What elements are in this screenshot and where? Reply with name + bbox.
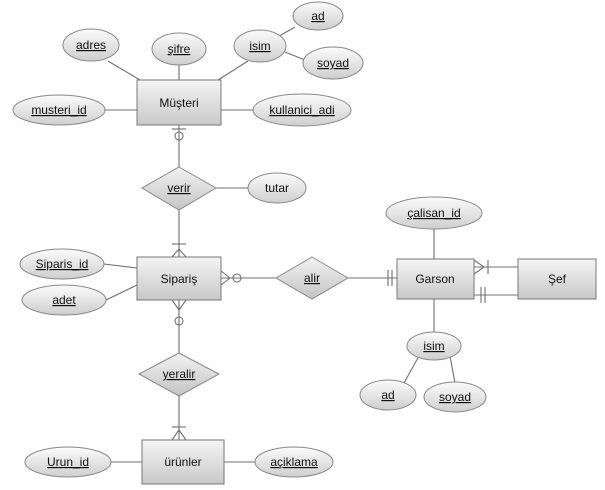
entity-urunler[interactable]: ürünler — [141, 439, 225, 485]
entity-siparis-label: Sipariş — [161, 272, 198, 286]
entity-sef-label: Şef — [548, 272, 567, 286]
attribute-calisan-id[interactable]: çalisan_id — [385, 196, 483, 230]
entity-sef[interactable]: Şef — [517, 258, 597, 300]
notation-siparis-crow-a — [171, 248, 180, 258]
line-adet — [105, 284, 138, 301]
attribute-isim-musteri-label: isim — [249, 39, 270, 53]
attribute-sifre-label: şifre — [168, 42, 191, 56]
attribute-musteri-id-label: musteri_id — [31, 103, 86, 117]
attribute-ad-musteri[interactable]: ad — [292, 1, 344, 31]
attribute-siparis-id[interactable]: Siparis_id — [19, 248, 105, 280]
attribute-soyad-musteri-label: soyad — [317, 56, 349, 70]
notation-musteri-circle — [174, 131, 184, 141]
attribute-aciklama[interactable]: açiklama — [254, 446, 334, 478]
attribute-urun-id[interactable]: Urun_id — [24, 446, 112, 478]
entity-garson[interactable]: Garson — [396, 258, 475, 300]
line-isim-soyad — [284, 51, 306, 61]
notation-sef-crow-a — [473, 259, 485, 268]
attribute-isim-garson-label: isim — [423, 339, 444, 353]
attribute-siparis-id-label: Siparis_id — [36, 257, 89, 271]
attribute-ad-garson[interactable]: ad — [359, 379, 417, 411]
attribute-isim-garson[interactable]: isim — [406, 331, 462, 361]
notation-urunler-crow-a — [171, 429, 180, 441]
line-adres — [107, 60, 141, 81]
connector-lines — [103, 26, 518, 463]
relationship-alir[interactable]: alir — [275, 256, 349, 300]
notation-alir-crow-b — [220, 277, 231, 286]
attribute-soyad-musteri[interactable]: soyad — [302, 46, 364, 80]
relationship-verir[interactable]: verir — [141, 166, 217, 211]
notation-yeralir-crow-a — [171, 299, 180, 311]
attribute-adres-label: adres — [76, 38, 106, 52]
attribute-tutar-label: tutar — [265, 181, 289, 195]
line-isim-soyad-garson — [449, 355, 456, 384]
attribute-isim-musteri[interactable]: isim — [233, 29, 287, 63]
relationship-verir-label: verir — [167, 181, 190, 195]
notation-alir-crow-a — [220, 270, 231, 279]
notation-urunler-crow-b — [178, 429, 187, 441]
notation-siparis-crow-b — [178, 248, 187, 258]
notation-yeralir-circle — [174, 316, 184, 326]
attribute-sifre[interactable]: şifre — [151, 32, 207, 66]
attribute-ad-garson-label: ad — [381, 388, 394, 402]
notation-yeralir-crow-b — [178, 299, 187, 311]
line-isim — [217, 60, 249, 81]
attribute-urun-id-label: Urun_id — [47, 455, 89, 469]
attribute-ad-musteri-label: ad — [311, 9, 324, 23]
attribute-adet-label: adet — [52, 293, 76, 307]
attribute-adres[interactable]: adres — [62, 28, 120, 62]
notation-alir-circle — [232, 273, 242, 283]
notation-sef-crow-b — [473, 266, 485, 275]
relationship-yeralir-label: yeralir — [163, 367, 196, 381]
entity-musteri-label: Müşteri — [159, 96, 198, 110]
attribute-adet[interactable]: adet — [21, 284, 107, 316]
relationship-yeralir[interactable]: yeralir — [137, 352, 221, 397]
entity-siparis[interactable]: Sipariş — [136, 256, 222, 301]
line-siparis-id — [103, 263, 138, 269]
entity-urunler-label: ürünler — [164, 455, 201, 469]
attribute-calisan-id-label: çalisan_id — [407, 206, 460, 220]
entity-musteri[interactable]: Müşteri — [136, 79, 222, 126]
attribute-tutar[interactable]: tutar — [247, 172, 307, 204]
relationship-alir-label: alir — [304, 271, 320, 285]
line-isim-ad-garson — [403, 355, 420, 384]
attribute-kullanici-adi-label: kullanici_adi — [269, 103, 334, 117]
entity-garson-label: Garson — [415, 272, 454, 286]
attribute-soyad-garson[interactable]: soyad — [423, 381, 487, 413]
attribute-kullanici-adi[interactable]: kullanici_adi — [252, 93, 352, 127]
attribute-aciklama-label: açiklama — [270, 455, 318, 469]
attribute-soyad-garson-label: soyad — [439, 390, 471, 404]
attribute-musteri-id[interactable]: musteri_id — [12, 94, 106, 126]
